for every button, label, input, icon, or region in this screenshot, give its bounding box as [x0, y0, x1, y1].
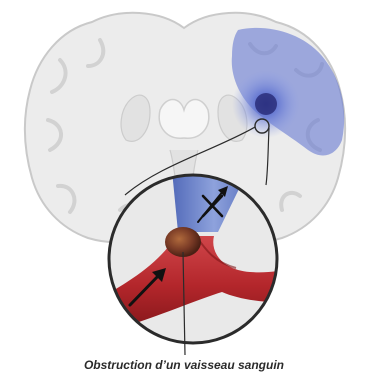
figure-caption: Obstruction d’un vaisseau sanguin — [0, 358, 368, 372]
infarct-center — [255, 93, 277, 115]
